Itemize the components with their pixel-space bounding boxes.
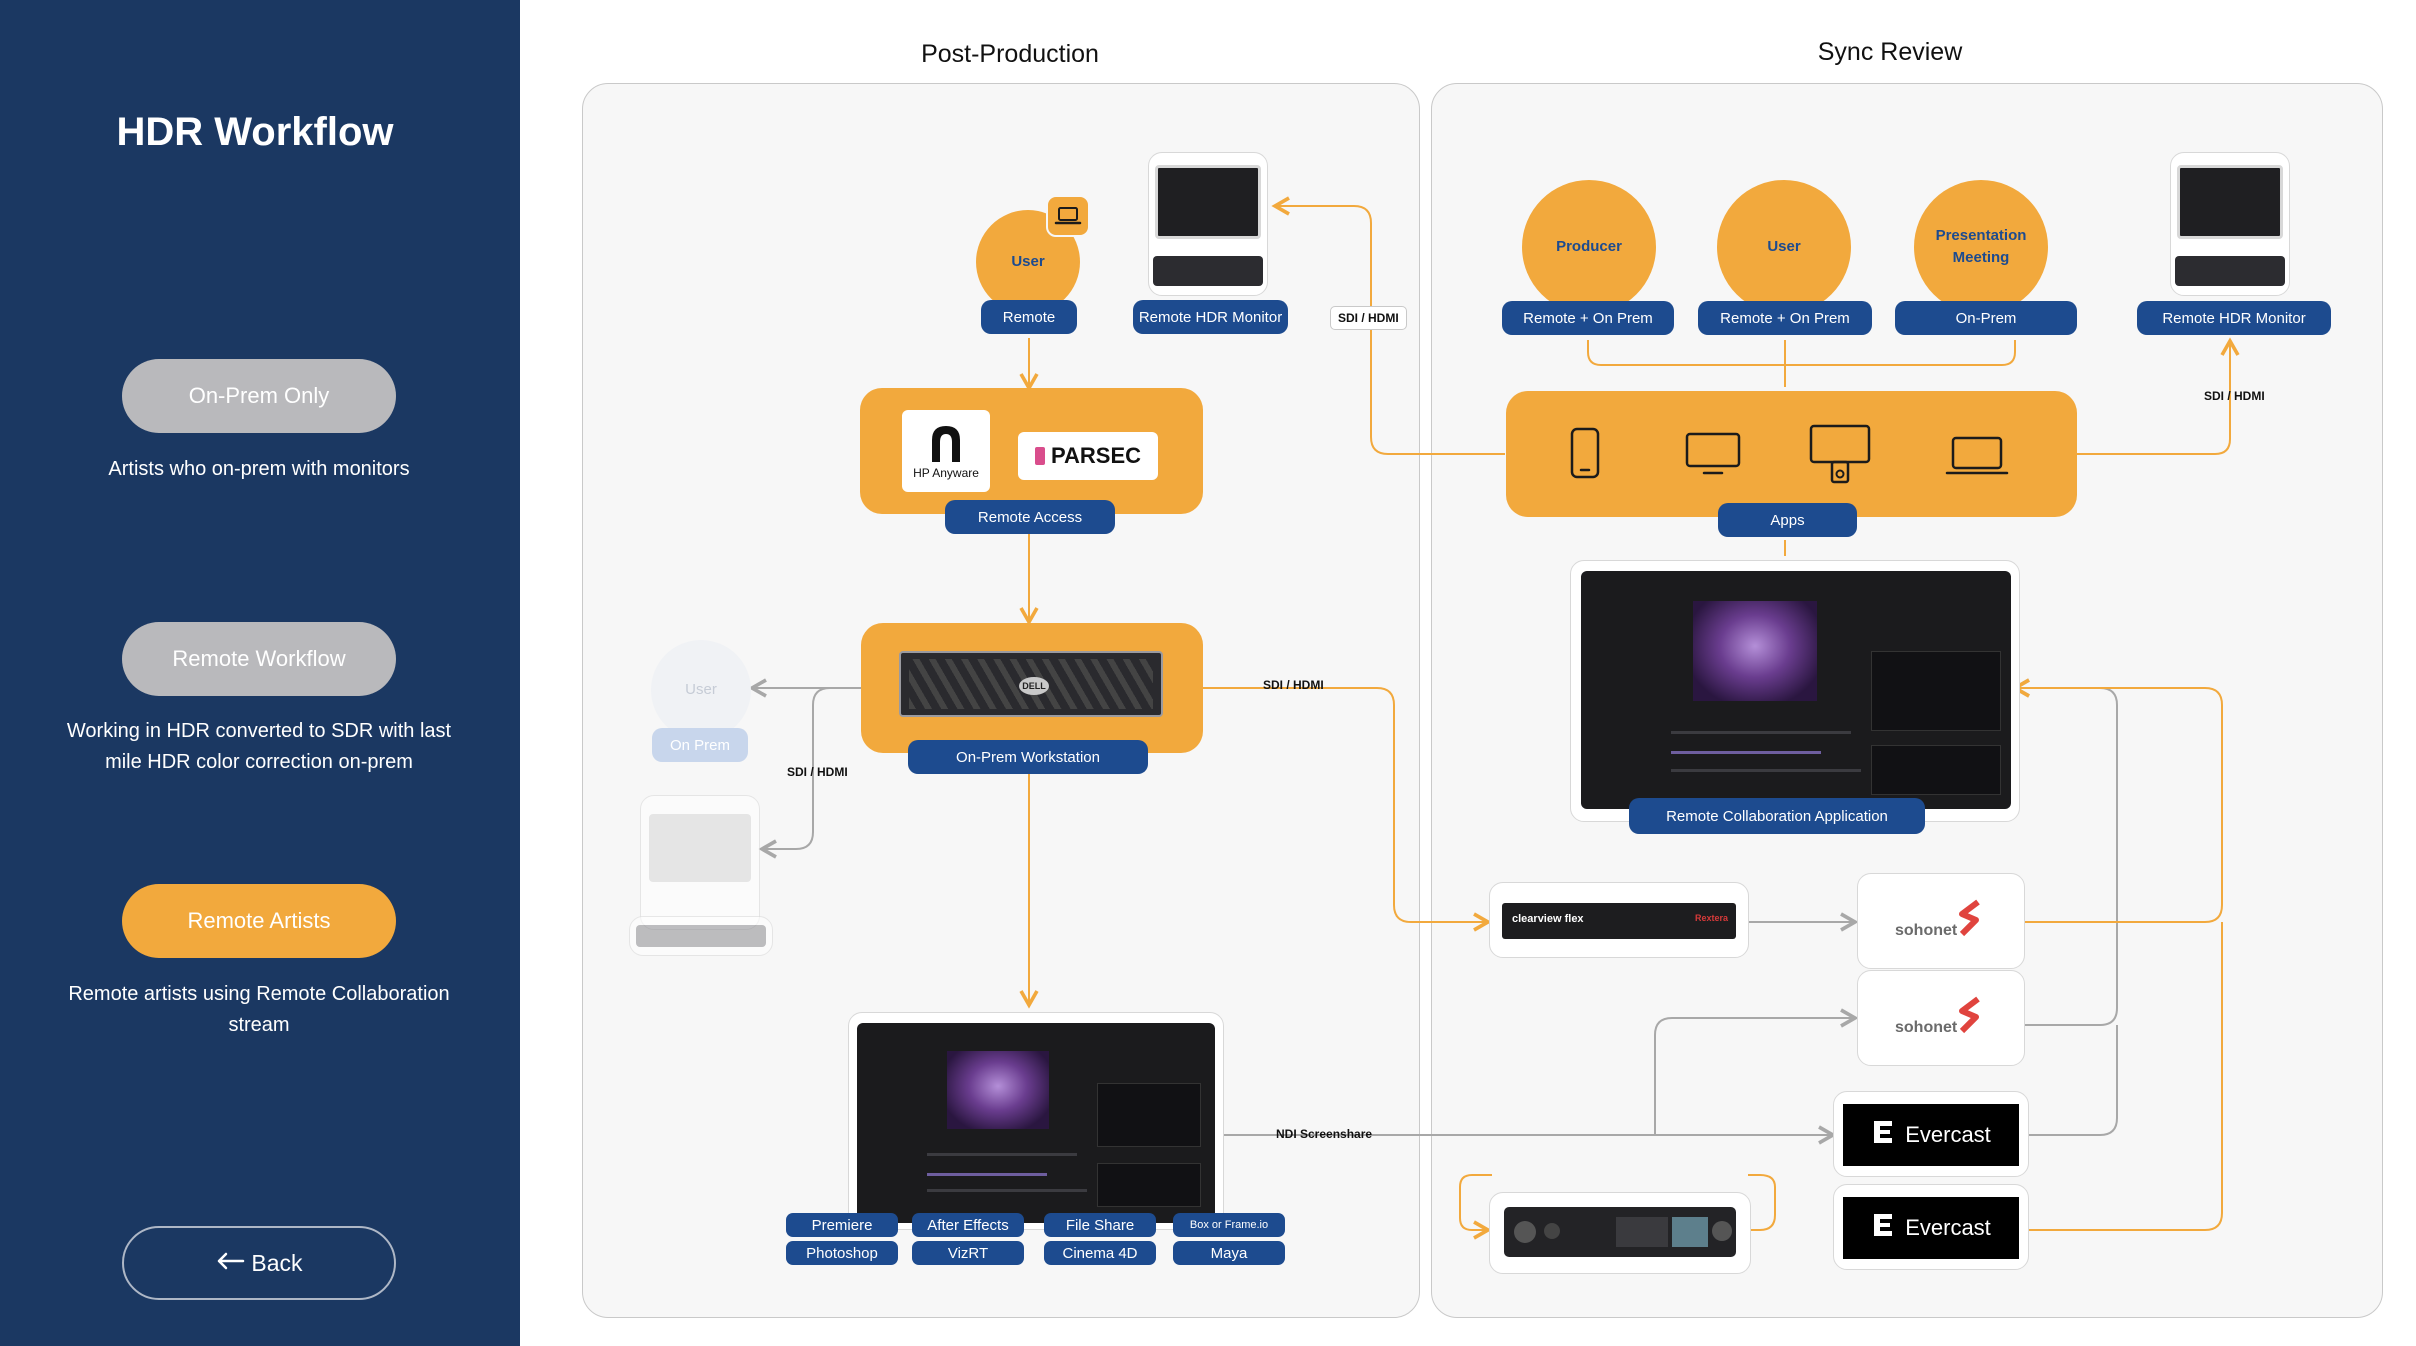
- editor-screenshot-sync: [1581, 571, 2011, 809]
- apps-pill: Apps: [1718, 503, 1857, 537]
- on-prem-workstation-pill: On-Prem Workstation: [908, 740, 1148, 774]
- producer-role-pill: Remote + On Prem: [1502, 301, 1674, 335]
- user-role-pill-sync: Remote + On Prem: [1698, 301, 1872, 335]
- encoder-device-card: [1489, 1192, 1751, 1274]
- sohonet-text-2: sohonet: [1895, 1019, 1958, 1036]
- presentation-meeting-circle: Presentation Meeting: [1914, 180, 2048, 314]
- after-effects-pill: After Effects: [912, 1213, 1024, 1237]
- collab-app-card: [1570, 560, 2020, 822]
- evercast-card-2: Evercast: [1833, 1184, 2029, 1270]
- file-share-pill: File Share: [1044, 1213, 1156, 1237]
- rextera-text: Rextera: [1694, 913, 1728, 923]
- onprem-monitor-screen: [649, 814, 751, 882]
- sdi-hdmi-tag-3: SDI / HDMI: [787, 765, 848, 779]
- hp-anyware-text: HP Anyware: [913, 466, 979, 480]
- box-frameio-pill: Box or Frame.io: [1173, 1213, 1285, 1237]
- sohonet-logo-icon-1: [1950, 898, 1990, 943]
- remote-hdr-monitor-card-post: [1148, 152, 1268, 296]
- premiere-pill: Premiere: [786, 1213, 898, 1237]
- clearview-device: clearview flex Rextera: [1502, 903, 1736, 939]
- sohonet-logo-icon-2: [1950, 995, 1990, 1040]
- remote-user-label: User: [1011, 253, 1045, 270]
- presentation-meeting-label: Presentation Meeting: [1935, 227, 2027, 266]
- parsec-text: PARSEC: [1050, 443, 1142, 468]
- monitor-screen: [1155, 165, 1261, 239]
- collab-app-pill: Remote Collaboration Application: [1629, 798, 1925, 834]
- post-production-title: Post-Production: [921, 40, 1099, 68]
- sdi-hdmi-tag-1: SDI / HDMI: [1330, 306, 1407, 330]
- monitor-icon: [1684, 431, 1742, 482]
- onprem-monitor-card: [640, 795, 760, 930]
- clearview-card: clearview flex Rextera: [1489, 882, 1749, 958]
- evercast-badge-2: Evercast: [1843, 1197, 2019, 1259]
- vizrt-pill: VizRT: [912, 1241, 1024, 1265]
- user-circle-sync: User: [1717, 180, 1851, 314]
- sidebar: HDR Workflow On-Prem Only Artists who on…: [0, 0, 520, 1346]
- remote-hdr-monitor-pill-post: Remote HDR Monitor: [1133, 300, 1288, 334]
- on-prem-role-pill: On-Prem: [1895, 301, 2077, 335]
- remote-workflow-button[interactable]: Remote Workflow: [122, 622, 396, 696]
- evercast-text-1: Evercast: [1905, 1122, 1991, 1147]
- onprem-user-label: User: [685, 681, 717, 698]
- rack-device-sync: [2175, 256, 2285, 286]
- sdi-hdmi-tag-sync: SDI / HDMI: [2204, 389, 2265, 403]
- on-prem-only-description: Artists who on-prem with monitors: [108, 458, 410, 480]
- ndi-screenshare-tag: NDI Screenshare: [1276, 1127, 1373, 1141]
- onprem-rack: [636, 925, 766, 947]
- rack-device: [1153, 256, 1263, 286]
- remote-pill: Remote: [981, 300, 1077, 334]
- parsec-logo: PARSEC: [1018, 432, 1158, 480]
- producer-circle: Producer: [1522, 180, 1656, 314]
- dell-badge: DELL: [1019, 677, 1049, 695]
- hp-anyware-logo: HP Anyware: [902, 410, 990, 492]
- onprem-user-circle: User: [651, 640, 751, 740]
- monitor-screen-sync: [2177, 165, 2283, 239]
- photoshop-pill: Photoshop: [786, 1241, 898, 1265]
- on-prem-only-button[interactable]: On-Prem Only: [122, 359, 396, 433]
- user-sync-label: User: [1767, 238, 1801, 255]
- sohonet-text-1: sohonet: [1895, 922, 1958, 939]
- phone-icon: [1568, 427, 1602, 484]
- sync-review-title: Sync Review: [1817, 38, 1963, 66]
- remote-workflow-description: Working in HDR converted to SDR with las…: [66, 720, 452, 773]
- dell-server: DELL: [899, 651, 1163, 717]
- cinema-4d-pill: Cinema 4D: [1044, 1241, 1156, 1265]
- evercast-badge-1: Evercast: [1843, 1104, 2019, 1166]
- sdi-hdmi-tag-2: SDI / HDMI: [1263, 678, 1324, 692]
- arrow-left-icon: [215, 1250, 245, 1277]
- remote-hdr-monitor-card-sync: [2170, 152, 2290, 296]
- back-button[interactable]: Back: [122, 1226, 396, 1300]
- encoder-device: [1504, 1207, 1736, 1257]
- remote-artists-description: Remote artists using Remote Collaboratio…: [68, 983, 450, 1036]
- back-label: Back: [251, 1249, 303, 1276]
- clearview-text: clearview flex: [1512, 913, 1584, 925]
- evercast-text-2: Evercast: [1905, 1215, 1991, 1240]
- workstation-box: DELL: [861, 623, 1203, 753]
- sohonet-card-2: sohonet: [1857, 970, 2025, 1066]
- evercast-logo-icon-2: [1871, 1212, 1895, 1244]
- producer-label: Producer: [1556, 238, 1622, 255]
- evercast-logo-icon-1: [1871, 1119, 1895, 1151]
- laptop-icon: [1944, 435, 2010, 482]
- laptop-icon: [1046, 195, 1090, 237]
- maya-pill: Maya: [1173, 1241, 1285, 1265]
- evercast-card-1: Evercast: [1833, 1091, 2029, 1177]
- remote-access-box: HP Anyware PARSEC: [860, 388, 1203, 514]
- on-prem-pill: On Prem: [652, 728, 748, 762]
- editor-screenshot-post: [857, 1023, 1215, 1223]
- sohonet-card-1: sohonet: [1857, 873, 2025, 969]
- desktop-icon: [1808, 423, 1872, 490]
- remote-artists-button[interactable]: Remote Artists: [122, 884, 396, 958]
- editor-card-post: [848, 1012, 1224, 1230]
- apps-box: [1506, 391, 2077, 517]
- sidebar-title: HDR Workflow: [116, 110, 394, 154]
- onprem-rack-card: [629, 916, 773, 956]
- remote-hdr-monitor-pill-sync: Remote HDR Monitor: [2137, 301, 2331, 335]
- remote-access-pill: Remote Access: [945, 500, 1115, 534]
